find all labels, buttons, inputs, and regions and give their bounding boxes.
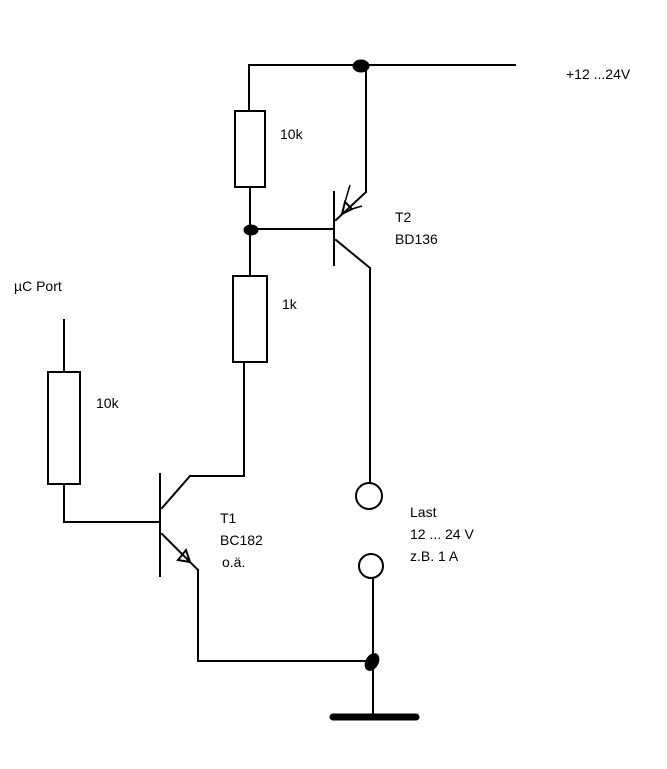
t1-type-label: BC182 xyxy=(220,532,263,548)
junction-supply xyxy=(352,59,370,73)
t1-note-label: o.ä. xyxy=(222,554,245,570)
t2-collector-diagonal xyxy=(334,238,372,270)
resistor-base-t1-label: 10k xyxy=(96,395,120,411)
resistor-base-t1 xyxy=(47,371,81,485)
t1-name-label: T1 xyxy=(220,510,237,526)
t1-collector-diagonal xyxy=(160,474,192,510)
t2-name-label: T2 xyxy=(395,209,412,225)
resistor-pullup-label: 10k xyxy=(280,126,304,142)
resistor-pullup xyxy=(234,110,266,188)
t2-type-label: BD136 xyxy=(395,231,438,247)
junction-ground xyxy=(364,653,380,671)
load-title-label: Last xyxy=(410,504,437,520)
t1-emitter-diagonal xyxy=(160,532,200,572)
resistor-base-t2 xyxy=(232,275,268,363)
input-label: µC Port xyxy=(14,278,62,294)
resistor-base-t2-label: 1k xyxy=(282,296,298,312)
load-current-label: z.B. 1 A xyxy=(410,548,459,564)
t2-emitter-arrow xyxy=(340,200,354,216)
load-terminal-bottom xyxy=(358,553,384,579)
supply-label: +12 ...24V xyxy=(566,66,631,82)
t1-emitter-arrow xyxy=(176,547,192,564)
load-terminal-top xyxy=(355,482,383,510)
junction-t2-base xyxy=(243,224,259,236)
load-voltage-label: 12 ... 24 V xyxy=(410,526,474,542)
t2-emitter-arrow-tail xyxy=(344,184,363,210)
